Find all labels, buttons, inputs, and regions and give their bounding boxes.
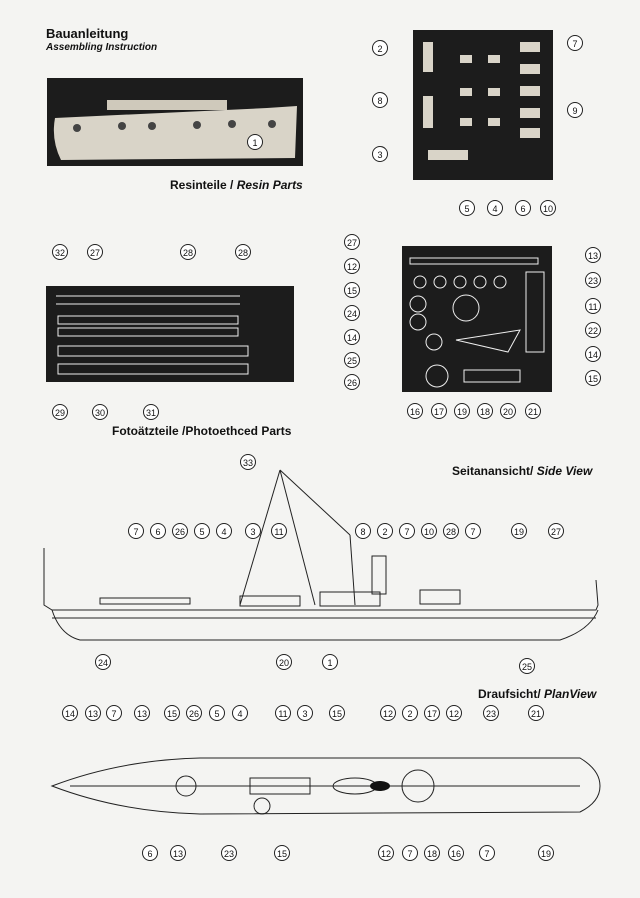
callout: 16 <box>407 403 423 419</box>
callout: 15 <box>585 370 601 386</box>
callout: 14 <box>62 705 78 721</box>
callout: 10 <box>540 200 556 216</box>
callout: 19 <box>454 403 470 419</box>
callout: 24 <box>95 654 111 670</box>
callout: 3 <box>372 146 388 162</box>
callout: 22 <box>585 322 601 338</box>
side-view-caption: Seitanansicht/ Side View <box>452 464 593 478</box>
callout: 27 <box>87 244 103 260</box>
callout: 20 <box>500 403 516 419</box>
callout: 23 <box>483 705 499 721</box>
callout: 20 <box>276 654 292 670</box>
callout: 28 <box>180 244 196 260</box>
callout: 6 <box>150 523 166 539</box>
callout: 32 <box>52 244 68 260</box>
callout: 15 <box>274 845 290 861</box>
callout: 5 <box>194 523 210 539</box>
callout: 12 <box>380 705 396 721</box>
resin-hull-photo: 1 <box>47 78 303 166</box>
callout: 14 <box>585 346 601 362</box>
callout: 5 <box>209 705 225 721</box>
callout: 7 <box>128 523 144 539</box>
callout: 7 <box>106 705 122 721</box>
callout: 10 <box>421 523 437 539</box>
callout: 2 <box>402 705 418 721</box>
callout: 23 <box>585 272 601 288</box>
callout: 13 <box>85 705 101 721</box>
resin-hull-drawing <box>53 100 297 160</box>
callout: 17 <box>424 705 440 721</box>
callout: 26 <box>344 374 360 390</box>
callout: 19 <box>511 523 527 539</box>
callout: 6 <box>142 845 158 861</box>
callout: 4 <box>232 705 248 721</box>
callout: 5 <box>459 200 475 216</box>
resin-parts-caption: Resinteile / Resin Parts <box>170 178 303 192</box>
callout: 27 <box>548 523 564 539</box>
callout: 18 <box>424 845 440 861</box>
callout: 33 <box>240 454 256 470</box>
document-subtitle: Assembling Instruction <box>46 42 158 53</box>
callout: 25 <box>344 352 360 368</box>
callout: 18 <box>477 403 493 419</box>
callout: 21 <box>528 705 544 721</box>
callout: 28 <box>235 244 251 260</box>
callout: 2 <box>372 40 388 56</box>
photoetched-parts-caption: Fotoätzteile /Photoethced Parts <box>112 424 292 438</box>
callout: 1 <box>322 654 338 670</box>
callout: 8 <box>372 92 388 108</box>
callout: 12 <box>446 705 462 721</box>
callout: 15 <box>344 282 360 298</box>
callout: 11 <box>271 523 287 539</box>
callout: 15 <box>164 705 180 721</box>
callout: 11 <box>585 298 601 314</box>
callout: 6 <box>515 200 531 216</box>
callout: 2 <box>377 523 393 539</box>
callout: 11 <box>275 705 291 721</box>
callout: 7 <box>465 523 481 539</box>
callout: 17 <box>431 403 447 419</box>
callout: 15 <box>329 705 345 721</box>
callout-hull: 1 <box>247 134 263 150</box>
callout: 23 <box>221 845 237 861</box>
callout: 26 <box>172 523 188 539</box>
callout: 13 <box>170 845 186 861</box>
callout: 3 <box>245 523 261 539</box>
callout: 16 <box>448 845 464 861</box>
callout: 24 <box>344 305 360 321</box>
callout: 31 <box>143 404 159 420</box>
plan-view-caption: Draufsicht/ PlanView <box>478 687 597 701</box>
callout: 12 <box>344 258 360 274</box>
callout: 21 <box>525 403 541 419</box>
callout: 7 <box>402 845 418 861</box>
callout: 3 <box>297 705 313 721</box>
callout: 13 <box>134 705 150 721</box>
callout: 4 <box>487 200 503 216</box>
callout: 8 <box>355 523 371 539</box>
callout: 29 <box>52 404 68 420</box>
callout: 7 <box>399 523 415 539</box>
callout: 4 <box>216 523 232 539</box>
callout: 25 <box>519 658 535 674</box>
callout: 27 <box>344 234 360 250</box>
callout: 7 <box>479 845 495 861</box>
callout: 30 <box>92 404 108 420</box>
callout: 14 <box>344 329 360 345</box>
callout: 28 <box>443 523 459 539</box>
callout: 9 <box>567 102 583 118</box>
document-title: Bauanleitung <box>46 26 129 41</box>
callout: 13 <box>585 247 601 263</box>
callout: 12 <box>378 845 394 861</box>
callout: 19 <box>538 845 554 861</box>
callout: 7 <box>567 35 583 51</box>
callout: 26 <box>186 705 202 721</box>
